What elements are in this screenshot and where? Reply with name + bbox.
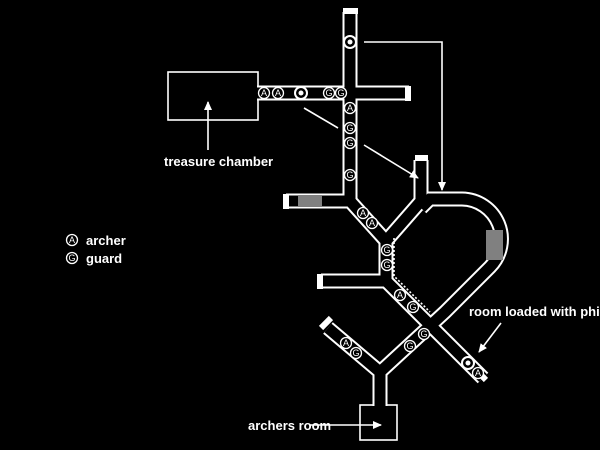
svg-text:A: A [275,88,281,98]
archer-token: A [365,216,379,230]
svg-text:A: A [475,368,481,378]
svg-text:A: A [343,338,349,348]
shaded-section-loop [486,230,503,260]
treasure-chamber-room [167,71,259,121]
svg-text:A: A [369,218,375,228]
svg-text:G: G [420,329,427,339]
legend-archer-label: archer [86,233,126,248]
item-marker-corridor [294,86,308,100]
svg-text:G: G [409,302,416,312]
archer-token: A [257,86,271,100]
guard-token: G [349,346,363,360]
archer-token: A [343,101,357,115]
archer-token: A [393,288,407,302]
svg-text:G: G [325,88,332,98]
legend: A archer G guard [65,233,126,266]
svg-text:G: G [68,253,75,263]
svg-text:A: A [69,235,75,245]
svg-text:G: G [346,170,353,180]
phials-room-label: room loaded with phials [469,304,600,319]
phials-arrow [478,322,502,353]
svg-text:A: A [360,208,366,218]
svg-text:A: A [397,290,403,300]
archer-token: A [356,206,370,220]
guard-token: G [322,86,336,100]
item-marker-phials [461,356,475,370]
guard-token: G [343,121,357,135]
guard-token: G [343,136,357,150]
svg-text:G: G [346,138,353,148]
corridors [257,12,509,406]
archers-room-label: archers room [248,418,331,433]
dashed-wall [393,238,431,313]
treasure-chamber-label: treasure chamber [164,154,273,169]
svg-text:G: G [337,88,344,98]
guard-token: G [380,258,394,272]
shaded-section-left [298,196,322,206]
archer-token: A [339,336,353,350]
legend-archer-icon: A [65,233,79,247]
item-marker-top [343,35,357,49]
archers-room [359,404,398,441]
guard-token: G [343,168,357,182]
diagonal-arrow [363,144,419,179]
svg-text:A: A [261,88,267,98]
archer-token: A [471,366,485,380]
guard-token: G [403,339,417,353]
legend-guard-label: guard [86,251,122,266]
guard-token: G [406,300,420,314]
diagonal-line [303,107,339,129]
archer-token: A [271,86,285,100]
guard-token: G [380,243,394,257]
legend-guard-icon: G [65,251,79,265]
svg-text:G: G [346,123,353,133]
svg-text:G: G [406,341,413,351]
guard-token: G [417,327,431,341]
svg-text:G: G [352,348,359,358]
svg-text:G: G [383,260,390,270]
route-arrow-top [364,41,446,191]
svg-text:G: G [383,245,390,255]
guard-token: G [334,86,348,100]
svg-text:A: A [347,103,353,113]
